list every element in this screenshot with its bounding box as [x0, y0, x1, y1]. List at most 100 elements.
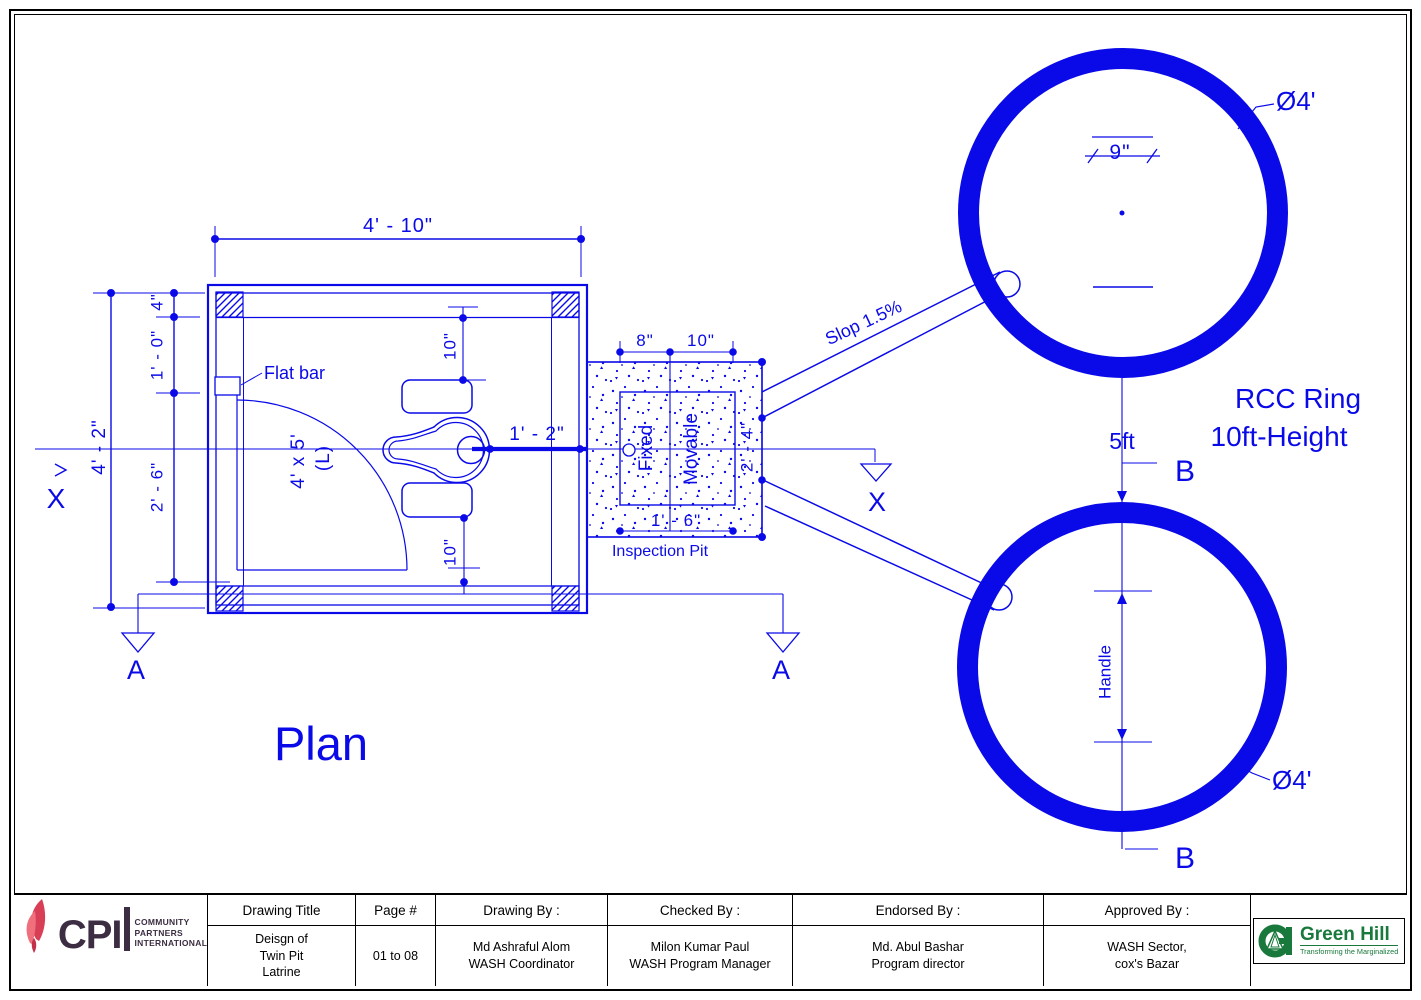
tb-value: Deisgn of Twin Pit Latrine	[208, 926, 355, 986]
cpi-abbr: CPI	[57, 913, 123, 957]
cpi-word-line: COMMUNITY	[134, 917, 190, 928]
dim-left-total-label: 4' - 2"	[89, 419, 110, 474]
tb-header: Drawing Title	[208, 895, 355, 926]
inspection-pit	[586, 341, 767, 542]
cpi-word-line: INTERNATIONAL	[134, 938, 208, 949]
sheet-outer-border	[9, 9, 1412, 991]
outlet-pipe-lower	[762, 479, 1013, 611]
tb-value-line: WASH Coordinator	[468, 957, 575, 971]
pit-dim-2ft4-label: 2' - 4"	[737, 422, 756, 472]
dia-leader-bottom	[1231, 761, 1271, 781]
pit-dim-10-label: 10"	[687, 331, 715, 350]
dim-4in-label: 4"	[147, 293, 166, 311]
title-block: CPI COMMUNITY PARTNERS INTERNATIONAL Dra…	[14, 893, 1407, 986]
dim-top-width	[210, 226, 586, 277]
tb-value-line: Md. Abul Bashar	[872, 940, 964, 955]
a-marker-left-arrow	[120, 632, 156, 654]
tb-value-line: Deisgn of	[255, 931, 308, 946]
room-size-label: 4' x 5'	[288, 433, 309, 488]
tb-drawing-by: Drawing By : Md Ashraful Alom WASH Coord…	[435, 895, 607, 986]
green-hill-monogram-icon	[1258, 924, 1292, 957]
flat-bar	[214, 376, 241, 396]
handle-label: Handle	[1095, 645, 1114, 699]
footrest-bottom	[401, 482, 473, 518]
room-l-label: (L)	[313, 445, 334, 471]
tb-endorsed-by: Endorsed By : Md. Abul Bashar Program di…	[792, 895, 1043, 986]
door-swing	[214, 372, 408, 571]
a-marker-right-arrow	[765, 632, 801, 654]
dim-pan-wall-label: 1' - 2"	[509, 424, 564, 445]
tb-value-line: WASH Sector,	[1107, 940, 1187, 955]
tb-header: Approved By :	[1044, 895, 1250, 926]
tb-header: Drawing By :	[436, 895, 607, 926]
tb-value: Md Ashraful Alom WASH Coordinator	[436, 926, 607, 986]
tb-value: WASH Sector, cox's Bazar	[1044, 926, 1250, 986]
tb-value: Md. Abul Bashar Program director	[793, 926, 1043, 986]
cpi-logo: CPI COMMUNITY PARTNERS INTERNATIONAL	[20, 895, 208, 957]
pit-movable-label: Movable	[681, 413, 702, 485]
tb-value-line: Milon Kumar Paul	[650, 940, 750, 955]
dim-footrest-bottom-label: 10"	[440, 538, 459, 566]
ring-gap-label: 5ft	[1109, 428, 1135, 454]
ring-dia-bottom-label: Ø4'	[1272, 765, 1312, 795]
tb-value-line: Twin Pit	[259, 948, 304, 963]
dim-top-width-label: 4' - 10"	[363, 215, 433, 237]
pit-drop-hole	[622, 443, 636, 457]
green-hill-rule	[1300, 944, 1399, 947]
green-hill-logo: Green Hill Transforming the Marginalized	[1253, 917, 1405, 964]
dim-left-inner	[156, 289, 230, 587]
tb-value-line: 01 to 08	[372, 948, 419, 963]
tb-checked-by: Checked By : Milon Kumar Paul WASH Progr…	[607, 895, 792, 986]
cpi-wordmark: COMMUNITY PARTNERS INTERNATIONAL	[135, 917, 208, 949]
pit-dim-8-label: 8"	[636, 331, 654, 350]
green-hill-name: Green Hill	[1300, 923, 1390, 945]
tb-value-line: WASH Program Manager	[629, 957, 771, 971]
cpi-logo-cell: CPI COMMUNITY PARTNERS INTERNATIONAL	[14, 895, 207, 986]
tb-page: Page # 01 to 08	[355, 895, 435, 986]
green-hill-wordmark: Green Hill Transforming the Marginalized	[1300, 923, 1399, 957]
ring-dia-top-label: Ø4'	[1276, 86, 1316, 116]
x-marker-left-label: X	[47, 483, 66, 514]
ring-dim-9-label: 9"	[1109, 141, 1130, 164]
cpi-divider	[123, 907, 130, 951]
tb-value-line: Md Ashraful Alom	[472, 940, 571, 955]
tb-value-line: Program director	[871, 957, 965, 971]
b-marker-bottom-label: B	[1175, 842, 1195, 875]
green-hill-cell: Green Hill Transforming the Marginalized	[1250, 895, 1407, 986]
x-marker-left	[54, 463, 68, 477]
flat-bar-label: Flat bar	[264, 363, 325, 383]
tb-value-line: cox's Bazar	[1114, 957, 1180, 971]
footrest-top	[401, 379, 473, 414]
tb-value-line: Latrine	[262, 965, 301, 980]
pit-dim-1ft6-label: 1' - 6"	[651, 511, 701, 530]
tb-header: Checked By :	[608, 895, 792, 926]
inspection-pit-label: Inspection Pit	[612, 543, 709, 560]
dia-leader-top	[1237, 103, 1275, 130]
section-line-b	[1094, 378, 1158, 850]
tb-header: Page #	[356, 895, 435, 926]
cpi-flame-icon	[26, 899, 45, 953]
dim-footrest-top-label: 10"	[440, 332, 459, 360]
corner-column	[215, 291, 580, 612]
dim-1ft0-label: 1' - 0"	[147, 330, 166, 380]
tb-approved-by: Approved By : WASH Sector, cox's Bazar	[1043, 895, 1250, 986]
pit-fixed-label: Fixed	[636, 425, 657, 471]
tb-drawing-title: Drawing Title Deisgn of Twin Pit Latrine	[207, 895, 355, 986]
tb-value: Milon Kumar Paul WASH Program Manager	[608, 926, 792, 986]
a-marker-left-label: A	[127, 655, 145, 685]
a-marker-right-label: A	[772, 655, 790, 685]
plan-title: Plan	[274, 717, 368, 770]
b-marker-top-label: B	[1175, 455, 1195, 488]
dim-2ft6-label: 2' - 6"	[147, 462, 166, 512]
ring-title-line2: 10ft-Height	[1211, 421, 1348, 452]
tb-value: 01 to 08	[356, 926, 435, 986]
section-line-a	[120, 593, 801, 654]
x-marker-right	[859, 463, 893, 482]
dim-left-outer	[93, 289, 205, 612]
rcc-ring-top	[958, 48, 1288, 378]
x-marker-right-label: X	[868, 487, 886, 517]
green-hill-tagline: Transforming the Marginalized	[1300, 947, 1399, 957]
tb-header: Endorsed By :	[793, 895, 1043, 926]
dim-footrests	[440, 306, 486, 594]
